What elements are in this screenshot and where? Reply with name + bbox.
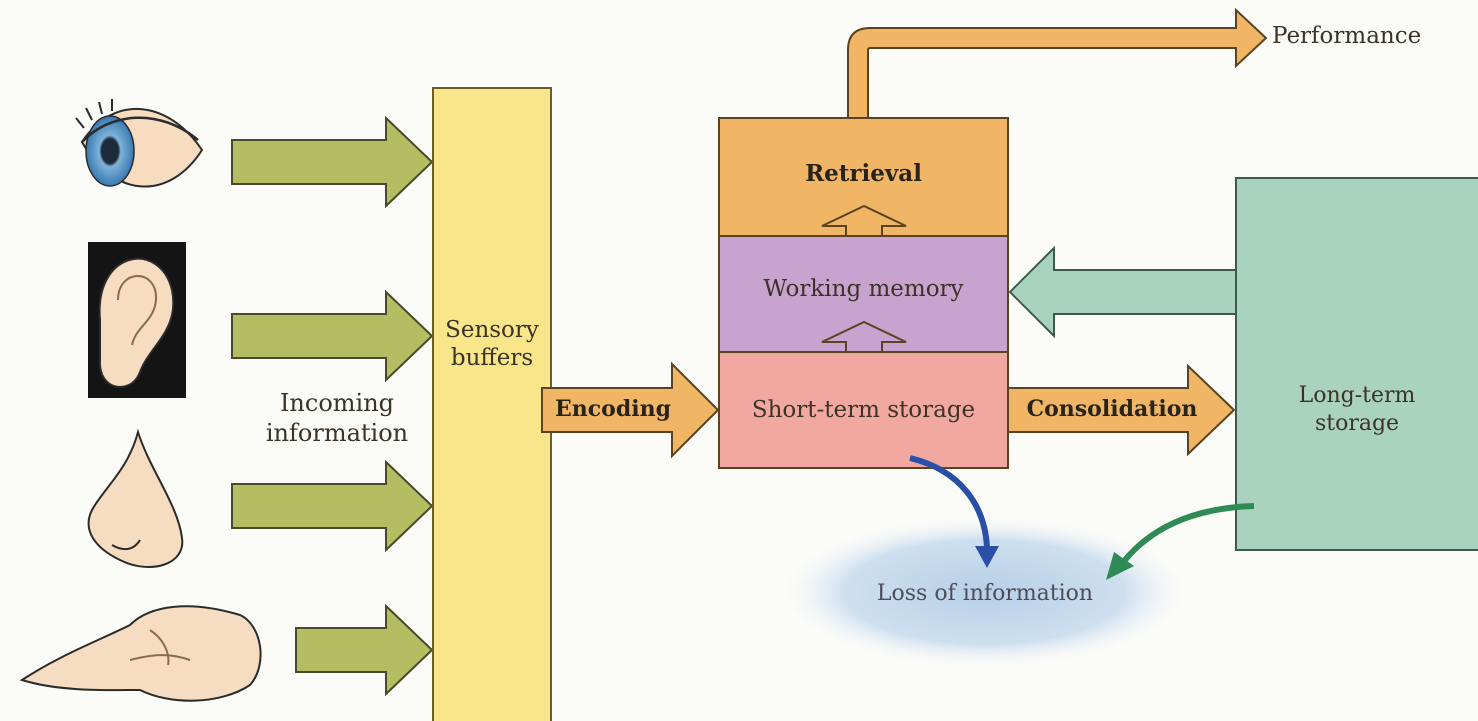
short-term-storage-box <box>718 351 1009 469</box>
encoding-label: Encoding <box>555 396 671 422</box>
loss-cloud <box>785 518 1185 666</box>
sensory-buffers-line2: buffers <box>450 345 534 371</box>
performance-arrow <box>847 7 1268 119</box>
incoming-information-label: Incoming information <box>248 388 426 448</box>
retrieval-label: Retrieval <box>805 160 922 187</box>
up-arrow-to-retrieval <box>821 204 907 237</box>
long-term-to-working-memory-arrow <box>1008 245 1237 339</box>
loss-arrow-from-short-term <box>909 455 990 549</box>
consolidation-label: Consolidation <box>1026 396 1198 422</box>
sensory-buffers-box <box>432 87 552 721</box>
input-arrow-2 <box>231 289 434 383</box>
eye-icon <box>75 99 204 188</box>
loss-arrow-head-blue <box>975 546 999 568</box>
loss-arrow-head-green <box>1106 552 1134 580</box>
nose-icon <box>87 428 184 568</box>
hand-icon <box>19 605 262 702</box>
long-term-line1: Long-term <box>1298 383 1416 408</box>
ear-icon <box>88 242 186 398</box>
consolidation-arrow <box>1007 363 1236 457</box>
long-term-line2: storage <box>1314 411 1400 436</box>
up-arrow-to-working-memory <box>821 320 907 353</box>
loss-arrow-from-long-term <box>1122 503 1255 562</box>
input-arrow-1 <box>231 115 434 209</box>
input-arrow-4 <box>295 603 434 697</box>
incoming-line1: Incoming <box>279 389 395 417</box>
short-term-storage-label: Short-term storage <box>751 397 976 423</box>
encoding-arrow <box>541 361 720 459</box>
working-memory-label: Working memory <box>763 276 964 302</box>
input-arrow-3 <box>231 459 434 553</box>
performance-label: Performance <box>1272 23 1422 49</box>
loss-of-information-label: Loss of information <box>876 581 1094 606</box>
sensory-buffers-label: Sensory buffers <box>433 316 551 372</box>
long-term-storage-box <box>1235 177 1478 551</box>
incoming-line2: information <box>265 419 409 447</box>
long-term-storage-label: Long-term storage <box>1236 382 1478 438</box>
sensory-buffers-line1: Sensory <box>445 317 539 343</box>
